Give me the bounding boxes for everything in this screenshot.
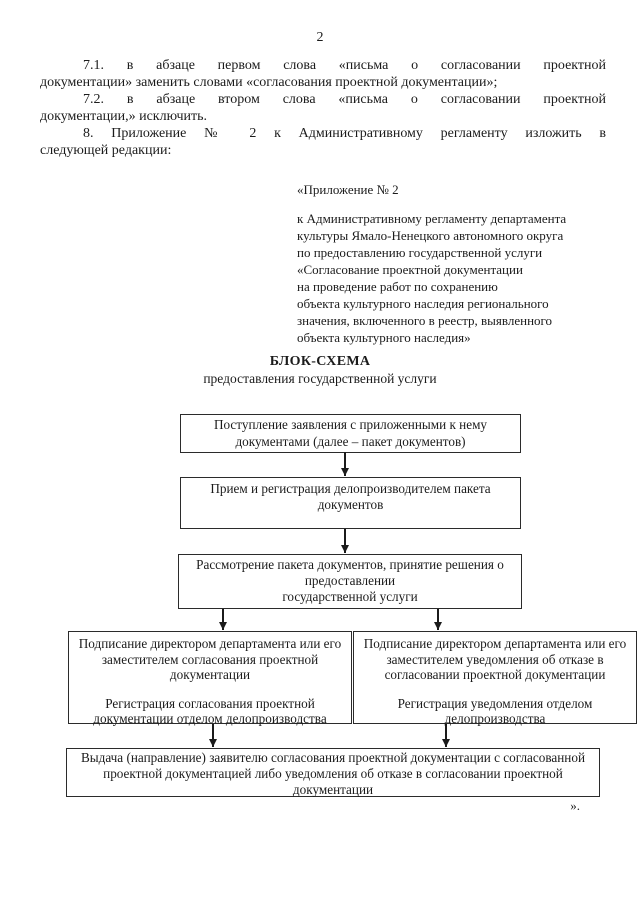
flow-box-application-received: Поступление заявления с приложенными к н… bbox=[180, 414, 521, 453]
paragraph-8: 8. Приложение № 2 к Административному ре… bbox=[40, 125, 606, 159]
flow-box-line: Выдача (направление) заявителю согласова… bbox=[80, 750, 586, 765]
flow-box-line: государственной услуги bbox=[282, 589, 418, 604]
closing-quote-mark: ». bbox=[570, 798, 580, 813]
flow-box-line: документов bbox=[317, 497, 384, 512]
spacer bbox=[354, 683, 636, 696]
flow-box-line: согласовании проектной документации bbox=[384, 667, 606, 682]
flow-arrow-down-right bbox=[445, 724, 447, 747]
flow-box-line: Рассмотрение пакета документов, принятие… bbox=[196, 557, 504, 572]
annex-block: «Приложение № 2 к Административному регл… bbox=[297, 181, 602, 346]
annex-line: «Согласование проектной документации bbox=[297, 262, 523, 277]
annex-line: объекта культурного наследия регионально… bbox=[297, 296, 549, 311]
paragraph-7-2: 7.2. в абзаце втором слова «письма о сог… bbox=[40, 91, 606, 125]
flow-box-line: документами (далее – пакет документов) bbox=[235, 433, 466, 449]
flow-box-line: документации отделом делопроизводства bbox=[93, 711, 327, 726]
flow-arrow-down-left bbox=[222, 609, 224, 630]
annex-line: значения, включенного в реестр, выявленн… bbox=[297, 313, 553, 328]
flow-box-line: предоставлении bbox=[304, 573, 396, 588]
annex-line: культуры Ямало-Ненецкого автономного окр… bbox=[297, 228, 564, 243]
flow-box-line: проектной документацией либо уведомления… bbox=[103, 765, 563, 781]
flow-box-line: делопроизводства bbox=[444, 711, 546, 726]
flow-box-line: Регистрация уведомления отделом bbox=[397, 695, 593, 711]
text-line: 7.1. в абзаце первом слова «письма о сог… bbox=[83, 58, 606, 73]
text-line: 8. Приложение № 2 к Административному ре… bbox=[83, 126, 606, 141]
flow-arrow-down bbox=[344, 452, 346, 476]
flow-arrow-down-right bbox=[437, 609, 439, 630]
page-number: 2 bbox=[316, 30, 324, 45]
annex-line: по предоставлению государственной услуги bbox=[297, 245, 543, 260]
text-line: 7.2. в абзаце втором слова «письма о сог… bbox=[83, 92, 606, 107]
flow-box-line: документации bbox=[292, 781, 374, 797]
text-line: следующей редакции: bbox=[40, 143, 172, 158]
flow-box-refusal-signing: Подписание директором департамента или е… bbox=[353, 631, 637, 726]
schema-subtitle: предоставления государственной услуги bbox=[203, 371, 437, 386]
flow-box-line: Подписание директором департамента или е… bbox=[78, 636, 342, 651]
paragraph-7-1: 7.1. в абзаце первом слова «письма о сог… bbox=[40, 57, 606, 91]
flow-box-line: заместителем уведомления об отказе в bbox=[386, 651, 604, 667]
spacer bbox=[69, 683, 351, 696]
flow-arrow-down-left bbox=[212, 724, 214, 747]
flow-box-line: заместителем согласования проектной bbox=[101, 651, 319, 667]
flow-arrow-down bbox=[344, 529, 346, 553]
flow-box-line: документации bbox=[169, 667, 251, 682]
annex-line: объекта культурного наследия» bbox=[297, 330, 471, 345]
flow-box-review: Рассмотрение пакета документов, принятие… bbox=[178, 554, 522, 609]
body-text: 7.1. в абзаце первом слова «письма о сог… bbox=[40, 57, 606, 159]
flow-box-line: Прием и регистрация делопроизводителем п… bbox=[210, 481, 491, 496]
text-line: документации,» исключить. bbox=[40, 109, 208, 124]
annex-line: на проведение работ по сохранению bbox=[297, 279, 498, 294]
text-line: документации» заменить словами «согласов… bbox=[40, 75, 498, 90]
flow-box-line: Подписание директором департамента или е… bbox=[363, 636, 627, 651]
annex-line: к Административному регламенту департаме… bbox=[297, 211, 567, 226]
flow-box-registration: Прием и регистрация делопроизводителем п… bbox=[180, 477, 521, 529]
flow-box-line: Поступление заявления с приложенными к н… bbox=[213, 417, 488, 432]
flow-box-approval-signing: Подписание директором департамента или е… bbox=[68, 631, 352, 726]
flow-box-line: Регистрация согласования проектной bbox=[105, 695, 315, 711]
schema-title: БЛОК-СХЕМА bbox=[269, 354, 371, 369]
flow-box-issuance: Выдача (направление) заявителю согласова… bbox=[66, 748, 600, 797]
annex-title: «Приложение № 2 bbox=[297, 182, 399, 197]
